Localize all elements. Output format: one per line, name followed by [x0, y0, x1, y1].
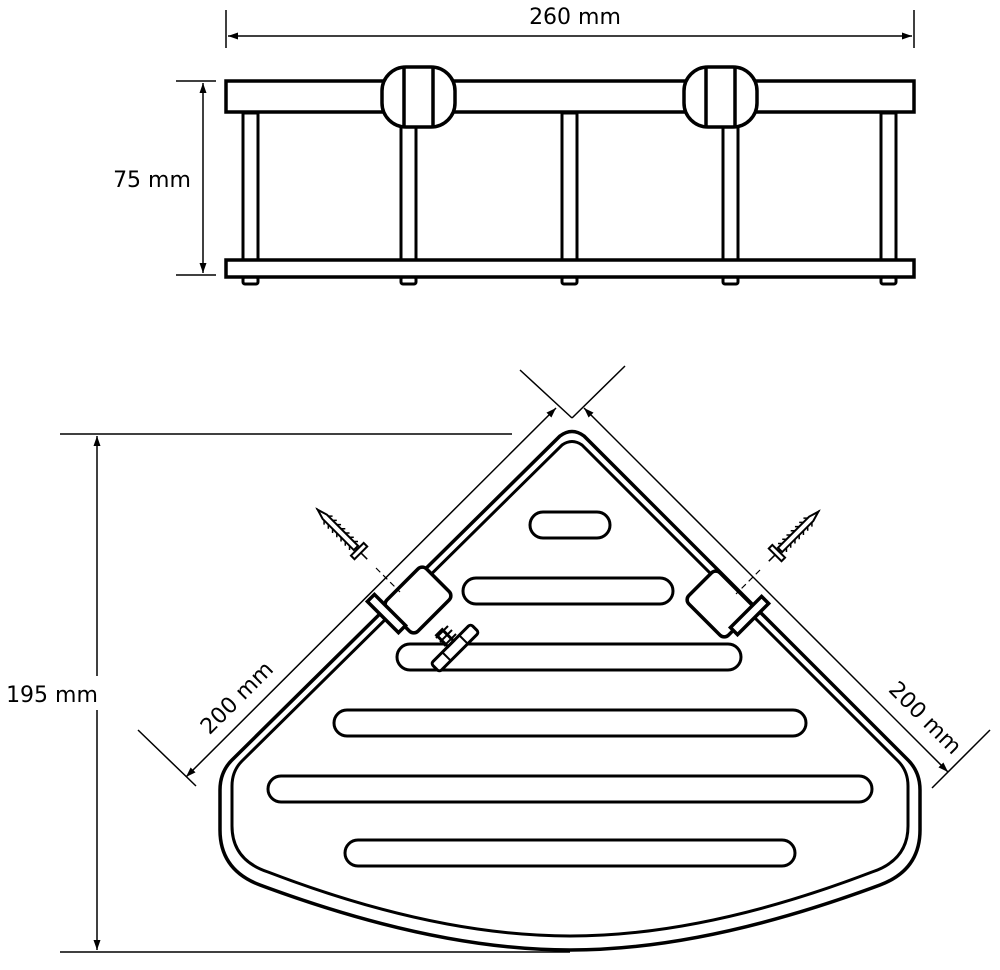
- wall-bracket-left-plan: [364, 565, 453, 636]
- post-2: [399, 111, 418, 262]
- slot-4: [332, 708, 808, 738]
- plan-view: 195 mm 200 mm 200 mm: [4, 365, 991, 953]
- slot-2: [461, 576, 675, 606]
- height-dimension: 75 mm: [113, 80, 216, 276]
- basket-inner-outline: [230, 440, 910, 938]
- bottom-tray: [224, 258, 916, 279]
- depth-dimension-label: 195 mm: [6, 683, 98, 708]
- wall-screw-right: [767, 509, 821, 563]
- height-dimension-label: 75 mm: [113, 168, 191, 193]
- screw-axis-right: [735, 569, 761, 595]
- post-1: [241, 111, 260, 262]
- post-3: [560, 111, 579, 262]
- slot-1: [528, 510, 612, 540]
- depth-dimension: 195 mm: [4, 433, 570, 953]
- clamp-screw-thread: [435, 625, 457, 647]
- post-4: [721, 111, 740, 262]
- top-rail: [224, 79, 916, 114]
- post-5: [879, 111, 898, 262]
- slot-6: [343, 838, 797, 868]
- basket-slots: [266, 510, 874, 868]
- screw-axis-left: [375, 567, 401, 593]
- width-dimension: 260 mm: [225, 5, 915, 48]
- slot-3: [395, 642, 743, 672]
- slot-5: [266, 774, 874, 804]
- wall-bracket-right-plan: [685, 569, 772, 639]
- wall-screw-left: [315, 507, 369, 561]
- wall-bracket-left: [380, 65, 457, 129]
- width-dimension-label: 260 mm: [529, 5, 621, 30]
- front-view: 260 mm 75 mm: [113, 5, 916, 286]
- support-posts: [241, 111, 898, 262]
- wall-bracket-right: [682, 65, 759, 129]
